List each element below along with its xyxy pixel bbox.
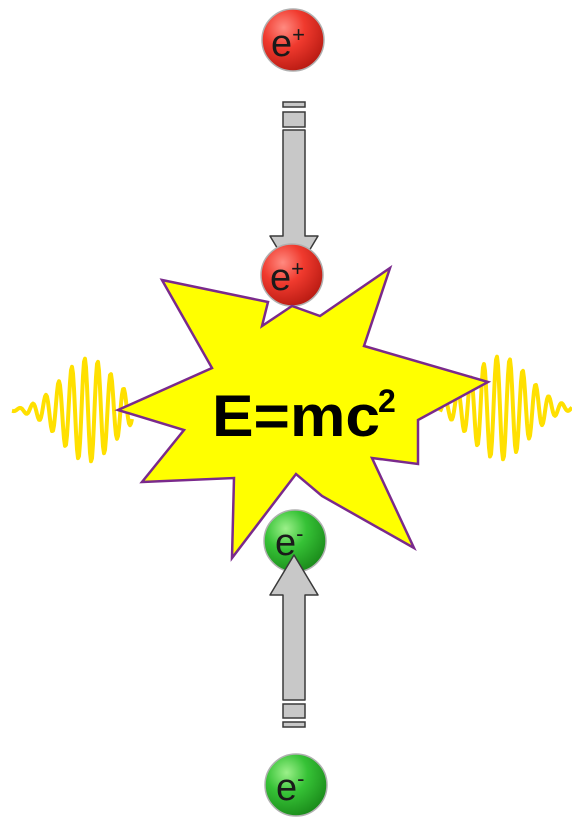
- equation-exponent: 2: [378, 383, 396, 419]
- electron-bottom: e-: [265, 754, 327, 816]
- positron-top: e+: [262, 9, 324, 71]
- up-arrow-icon: [270, 555, 318, 727]
- photon-wave-left-icon: [12, 359, 132, 462]
- equation-text: E=mc: [212, 384, 380, 449]
- photon-wave-right-icon: [440, 357, 572, 460]
